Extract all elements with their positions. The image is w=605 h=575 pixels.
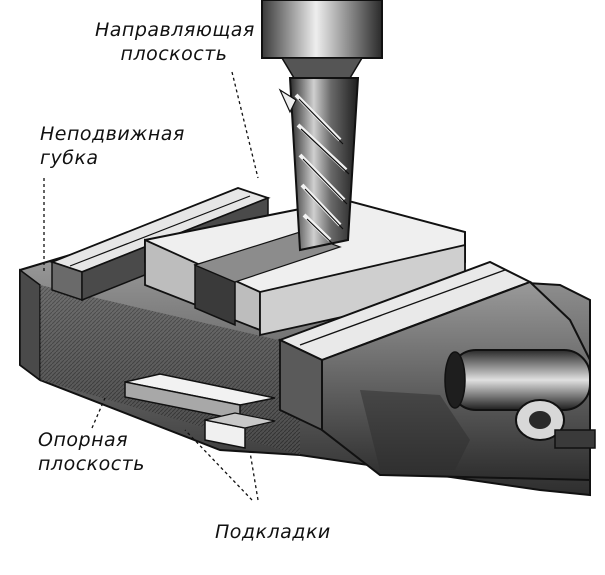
label-support-plane-line2: плоскость <box>38 453 145 475</box>
leader-lines <box>43 71 259 501</box>
label-support-plane: Опорная плоскость <box>38 428 145 476</box>
label-guide-plane-line2: плоскость <box>120 43 228 65</box>
spindle-chuck <box>261 0 383 79</box>
label-shims: Подкладки <box>215 521 331 543</box>
label-fixed-jaw-line1: Неподвижная <box>40 123 185 145</box>
leader-shims-2 <box>249 451 259 501</box>
leader-guide-plane <box>231 71 259 179</box>
label-fixed-jaw-line2: губка <box>40 147 99 169</box>
lead-screw <box>444 349 596 449</box>
label-guide-plane-line1: Направляющая <box>95 19 255 41</box>
label-fixed-jaw: Неподвижная губка <box>40 122 185 170</box>
end-mill-cutter <box>278 77 360 252</box>
label-support-plane-line1: Опорная <box>38 429 129 451</box>
shims <box>124 373 276 449</box>
leader-shims-1 <box>184 429 253 501</box>
label-guide-plane: Направляющая плоскость <box>95 18 255 66</box>
